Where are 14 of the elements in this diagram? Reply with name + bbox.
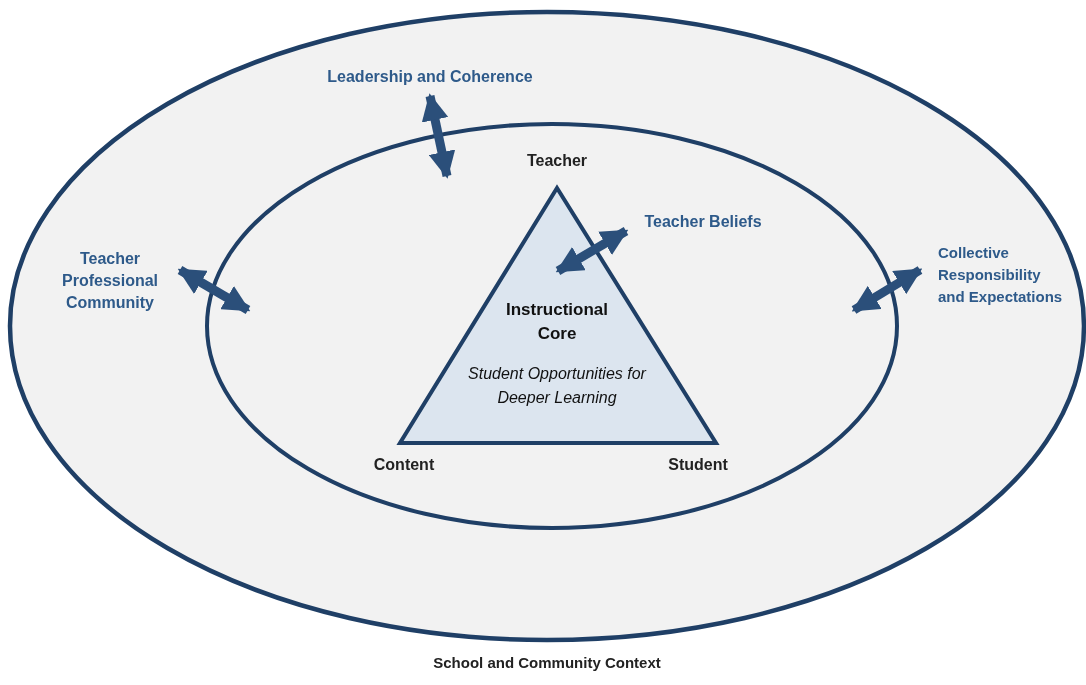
core-title: Instructional Core	[505, 299, 609, 345]
double-arrow	[177, 266, 251, 314]
region-label: Collective Responsibility and Expectations	[938, 230, 1066, 320]
double-arrow	[555, 227, 629, 275]
region-label: Teacher Beliefs	[628, 211, 778, 237]
vertex-label: Teacher	[525, 152, 589, 170]
vertex-label: Student	[667, 456, 729, 474]
double-arrow	[421, 93, 456, 179]
context-label: School and Community Context	[432, 654, 662, 671]
core-subtitle: Student Opportunities for Deeper Learning	[467, 364, 648, 408]
vertex-label: Content	[372, 456, 436, 474]
region-label: Teacher Professional Community	[40, 236, 180, 326]
region-label: Leadership and Coherence	[300, 66, 560, 92]
double-arrow	[851, 266, 923, 314]
